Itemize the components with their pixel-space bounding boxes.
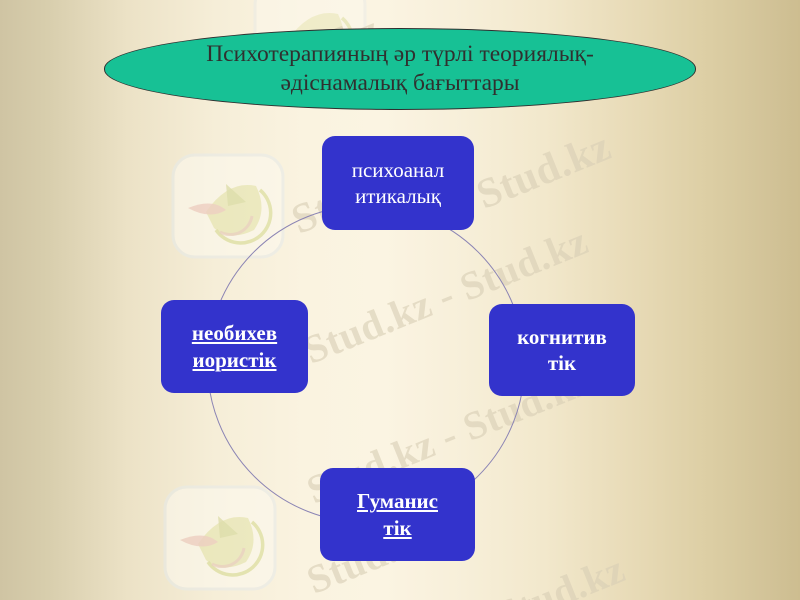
page-title-line-2: әдіснамалық бағыттары	[280, 70, 520, 96]
node-label-line-1: Гуманис	[357, 489, 438, 514]
diagram-node-label: Гуманис тік	[357, 488, 438, 540]
node-label-line-1: необихев	[191, 321, 278, 346]
watermark-text: Stud.kz	[490, 545, 632, 600]
stud-kz-bird-logo-icon	[163, 485, 277, 591]
diagram-node-label: необихев иористік	[192, 320, 277, 372]
diagram-node-label: психоанал итикалық	[352, 157, 445, 209]
page-title: Психотерапияның әр түрлі теориялық- әдіс…	[165, 40, 635, 97]
diagram-node-neobehaviorist[interactable]: необихев иористік	[161, 300, 308, 393]
node-label-line-1: когнитив	[517, 324, 607, 349]
page-title-line-1: Психотерапияның әр түрлі теориялық-	[206, 41, 594, 68]
watermark-text: Stud.kz	[470, 123, 618, 219]
slide-title-banner: Психотерапияның әр түрлі теориялық- әдіс…	[104, 28, 696, 110]
node-label-line-2: итикалық	[355, 184, 441, 208]
diagram-node-humanistic[interactable]: Гуманис тік	[320, 468, 475, 561]
diagram-node-cognitive[interactable]: когнитив тік	[489, 304, 635, 396]
node-label-line-2: иористік	[192, 347, 277, 372]
diagram-node-psychoanalytic[interactable]: психоанал итикалық	[322, 136, 474, 230]
node-label-line-2: тік	[383, 515, 412, 540]
node-label-line-2: тік	[547, 351, 577, 375]
node-label-line-1: психоанал	[351, 157, 445, 182]
diagram-node-label: когнитив тік	[517, 324, 607, 376]
